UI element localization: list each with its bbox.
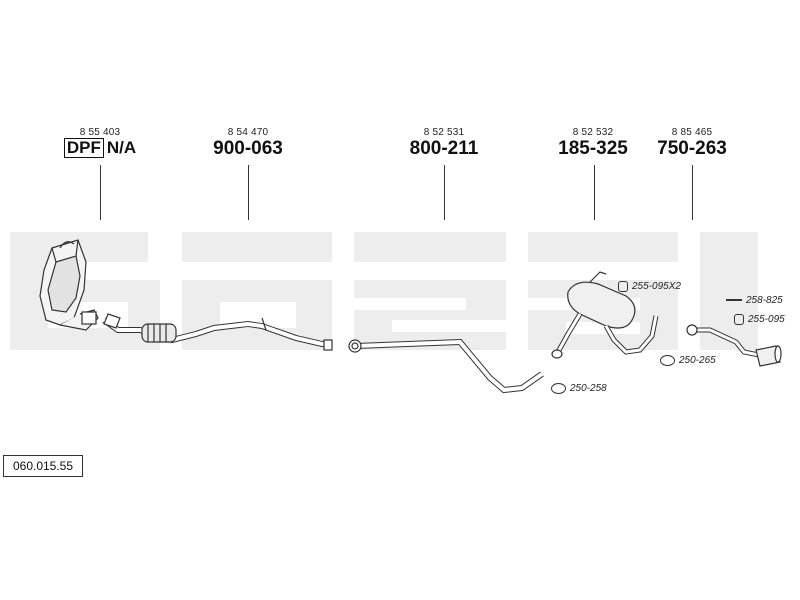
rubber-hanger-icon [618, 281, 628, 292]
dpf-unit-drawing [39, 239, 99, 331]
part-label-dpf: 8 55 403 DPF N/A [40, 127, 160, 158]
clamp-icon [551, 383, 566, 394]
leader-line [248, 165, 249, 220]
rear-pipe-drawing [686, 324, 782, 367]
accessory-code: 250-258 [570, 383, 607, 395]
accessory-code: 255-095 [748, 314, 785, 326]
accessory-code: 255-095X2 [632, 281, 681, 293]
part-label-middle-pipe: 8 52 531 800-211 [384, 127, 504, 159]
part-reference-number: 8 52 531 [423, 127, 465, 138]
part-code: 750-263 [657, 138, 727, 159]
part-reference-number: 8 55 403 [79, 127, 121, 138]
accessory-258-825: 258-825 [726, 295, 783, 306]
part-code: 800-211 [409, 138, 479, 159]
part-reference-number: 8 54 470 [227, 127, 269, 138]
leader-line [100, 165, 101, 220]
part-reference-number: 8 52 532 [572, 127, 614, 138]
center-silencer-drawing [551, 271, 659, 359]
diagram-number: 060.015.55 [3, 455, 83, 477]
leader-line [594, 165, 595, 220]
accessory-255-095x2: 255-095X2 [618, 281, 681, 292]
part-label-center-silencer: 8 52 532 185-325 [533, 127, 653, 159]
part-code: 185-325 [558, 138, 628, 159]
part-code: N/A [106, 138, 137, 157]
part-label-rear-silencer: 8 85 465 750-263 [632, 127, 752, 159]
accessory-250-258: 250-258 [551, 383, 607, 394]
part-code: 900-063 [213, 138, 283, 159]
front-pipe-drawing [102, 313, 333, 351]
rubber-hanger-icon [734, 314, 744, 325]
accessory-code: 250-265 [679, 355, 716, 367]
leader-line [444, 165, 445, 220]
clamp-icon [660, 355, 675, 366]
accessory-250-265: 250-265 [660, 355, 716, 366]
part-label-front-pipe: 8 54 470 900-063 [188, 127, 308, 159]
middle-pipe-drawing [348, 338, 544, 394]
accessory-255-095: 255-095 [734, 314, 785, 325]
part-reference-number: 8 85 465 [671, 127, 713, 138]
accessory-code: 258-825 [746, 295, 783, 306]
dpf-badge: DPF [63, 138, 104, 158]
leader-line [692, 165, 693, 220]
bolt-icon [726, 299, 742, 302]
